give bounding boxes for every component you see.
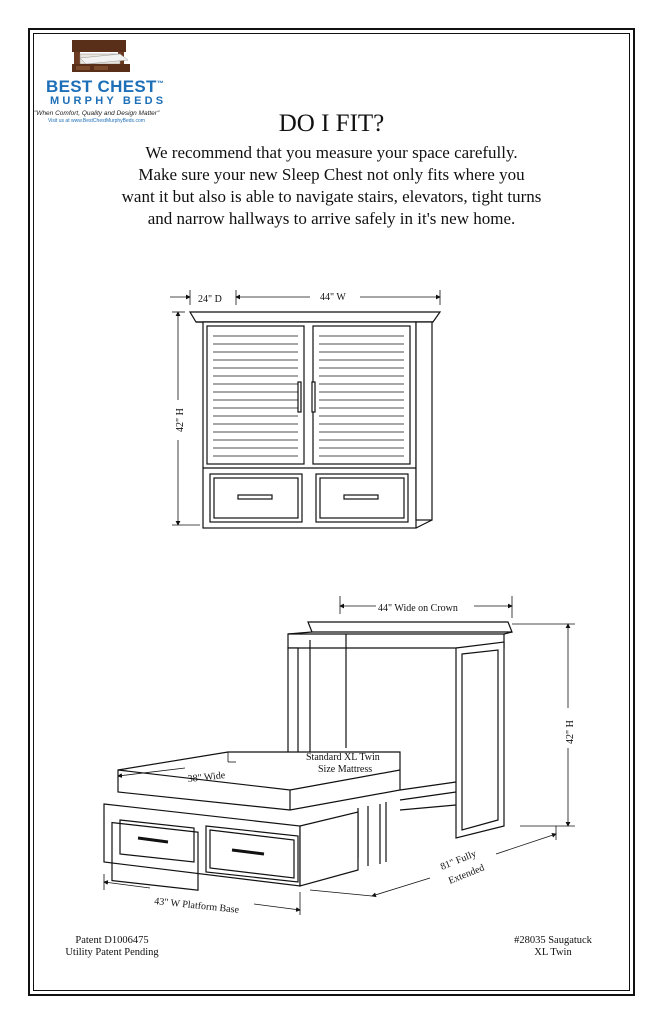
- page-title: DO I FIT?: [278, 110, 385, 137]
- logo-cabinet-top-icon: [72, 40, 126, 52]
- drawer-pull-icon: [237, 494, 273, 500]
- patent-number: Patent D1006475: [75, 935, 149, 946]
- intro-line: and narrow hallways to arrive safely in …: [147, 209, 516, 228]
- open-dimension-lines: [103, 596, 575, 915]
- model-number: #28035 Saugatuck: [514, 935, 592, 946]
- intro-line: Make sure your new Sleep Chest not only …: [138, 165, 525, 184]
- closed-width-label: 44" W: [320, 292, 346, 303]
- closed-dimension-lines: [170, 290, 441, 526]
- patent-pending: Utility Patent Pending: [65, 947, 159, 958]
- closed-height-label: 42" H: [175, 408, 186, 432]
- closed-depth-label: 24" D: [198, 294, 222, 305]
- intro-paragraph: We recommend that you measure your space…: [60, 142, 603, 230]
- closed-chest-drawing: [188, 311, 442, 529]
- drawer-pull-icon: [343, 494, 379, 500]
- patent-info: Patent D1006475 Utility Patent Pending: [52, 935, 172, 959]
- crown-width-label: 44" Wide on Crown: [378, 603, 458, 614]
- logo-website: Visit us at www.BestChestMurphyBeds.com: [48, 118, 145, 124]
- door-handle-icon: [311, 381, 316, 413]
- platform-base-label: 43" W Platform Base: [154, 896, 240, 916]
- mattress-size-line1: Standard XL Twin: [306, 752, 380, 763]
- model-info: #28035 Saugatuck XL Twin: [498, 935, 608, 959]
- mattress-width-label: 38" Wide: [187, 770, 226, 785]
- logo-subtitle: MURPHY BEDS: [50, 95, 167, 107]
- best-chest-logo: [72, 40, 130, 72]
- intro-line: want it but also is able to navigate sta…: [121, 187, 542, 206]
- logo-brand-name: BEST CHEST™: [46, 77, 164, 96]
- model-size: XL Twin: [534, 947, 572, 958]
- intro-line: We recommend that you measure your space…: [145, 143, 518, 162]
- door-handle-icon: [297, 381, 302, 413]
- logo-tagline: "When Comfort, Quality and Design Matter…: [34, 110, 160, 117]
- mattress-size-line2: Size Mattress: [318, 764, 372, 775]
- page-border-outer: [28, 28, 635, 996]
- open-height-label: 42" H: [565, 720, 576, 744]
- open-bed-drawing: [103, 621, 513, 891]
- page-border-inner: [33, 33, 630, 991]
